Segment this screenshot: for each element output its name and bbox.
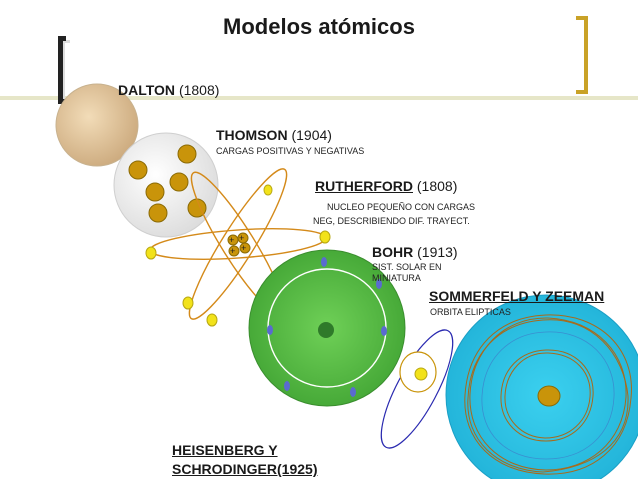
bohr-electron <box>350 387 356 397</box>
bohr-electron <box>267 325 273 335</box>
thomson-sphere <box>113 132 219 238</box>
thomson-label: THOMSON (1904) <box>216 127 332 143</box>
thomson-name: THOMSON <box>216 127 288 143</box>
bohr-electron <box>321 257 327 267</box>
rutherford-electron <box>319 230 331 244</box>
heisenberg-label-line1: HEISENBERG Y <box>172 442 278 458</box>
sommerfeld-label: SOMMERFELD Y ZEEMAN <box>429 288 604 304</box>
dalton-year: (1808) <box>178 82 220 98</box>
bohr-note-line2: MINIATURA <box>372 273 421 283</box>
quantum-model <box>445 294 638 479</box>
quantum-nucleus <box>537 385 561 407</box>
thomson-charge <box>169 172 189 192</box>
thomson-charge <box>145 182 165 202</box>
svg-text:+: + <box>239 233 244 243</box>
thomson-charge <box>177 144 197 164</box>
rutherford-electron <box>263 184 273 196</box>
rutherford-nucleus: + + + + <box>227 232 251 257</box>
thomson-note: CARGAS POSITIVAS Y NEGATIVAS <box>216 146 365 156</box>
bohr-model <box>248 249 406 407</box>
page-title: Modelos atómicos <box>223 14 415 39</box>
rutherford-electrons <box>145 184 331 327</box>
quantum-orbital-inner <box>504 352 591 439</box>
dalton-sphere <box>55 83 139 167</box>
heisenberg-label-line2: SCHRODINGER(1925) <box>172 461 317 477</box>
quantum-sphere <box>445 294 638 479</box>
thomson-model <box>113 132 219 238</box>
header-divider <box>0 96 638 100</box>
bohr-electron <box>376 279 382 289</box>
rutherford-year: (1808) <box>416 178 458 194</box>
heisenberg-name-line2: SCHRODINGER(1925) <box>172 461 318 477</box>
sommerfeld-name: SOMMERFELD Y ZEEMAN <box>429 288 605 304</box>
heisenberg-name-line1: HEISENBERG Y <box>172 442 278 458</box>
quantum-orbital-outer <box>467 319 629 473</box>
dalton-name: DALTON <box>118 82 176 98</box>
rutherford-label: RUTHERFORD (1808) <box>315 178 457 194</box>
bohr-label: BOHR (1913) <box>372 244 458 260</box>
left-bracket <box>58 36 66 104</box>
dalton-label: DALTON (1808) <box>118 82 219 98</box>
svg-text:+: + <box>241 243 246 253</box>
bohr-electron <box>284 381 290 391</box>
rutherford-note-line1: NUCLEO PEQUEÑO CON CARGAS <box>327 202 476 212</box>
bohr-year: (1913) <box>417 244 458 260</box>
thomson-year: (1904) <box>291 127 332 143</box>
sommerfeld-nucleus <box>414 367 428 381</box>
bohr-electron <box>381 326 387 336</box>
svg-text:+: + <box>229 235 234 245</box>
rutherford-name: RUTHERFORD <box>315 178 413 194</box>
bohr-name: BOHR <box>372 244 414 260</box>
right-bracket <box>576 16 588 94</box>
rutherford-orbit <box>188 168 288 320</box>
quantum-orbital-outer <box>464 314 632 475</box>
quantum-orbital-trace <box>481 331 615 460</box>
svg-text:+: + <box>230 246 235 256</box>
rutherford-electron <box>145 246 157 260</box>
thomson-charge <box>128 160 148 180</box>
rutherford-electron <box>182 296 194 310</box>
thomson-charge <box>148 203 168 223</box>
rutherford-note-line2: NEG, DESCRIBIENDO DIF. TRAYECT. <box>313 216 470 226</box>
sommerfeld-model <box>380 329 454 449</box>
bohr-note-line1: SIST. SOLAR EN <box>372 262 442 272</box>
quantum-orbital-inner <box>500 349 594 442</box>
quantum-orbital-outer <box>469 317 627 471</box>
bohr-nucleus <box>318 322 334 338</box>
sommerfeld-note: ORBITA ELIPTICAS <box>430 307 511 317</box>
rutherford-electron <box>206 313 218 327</box>
